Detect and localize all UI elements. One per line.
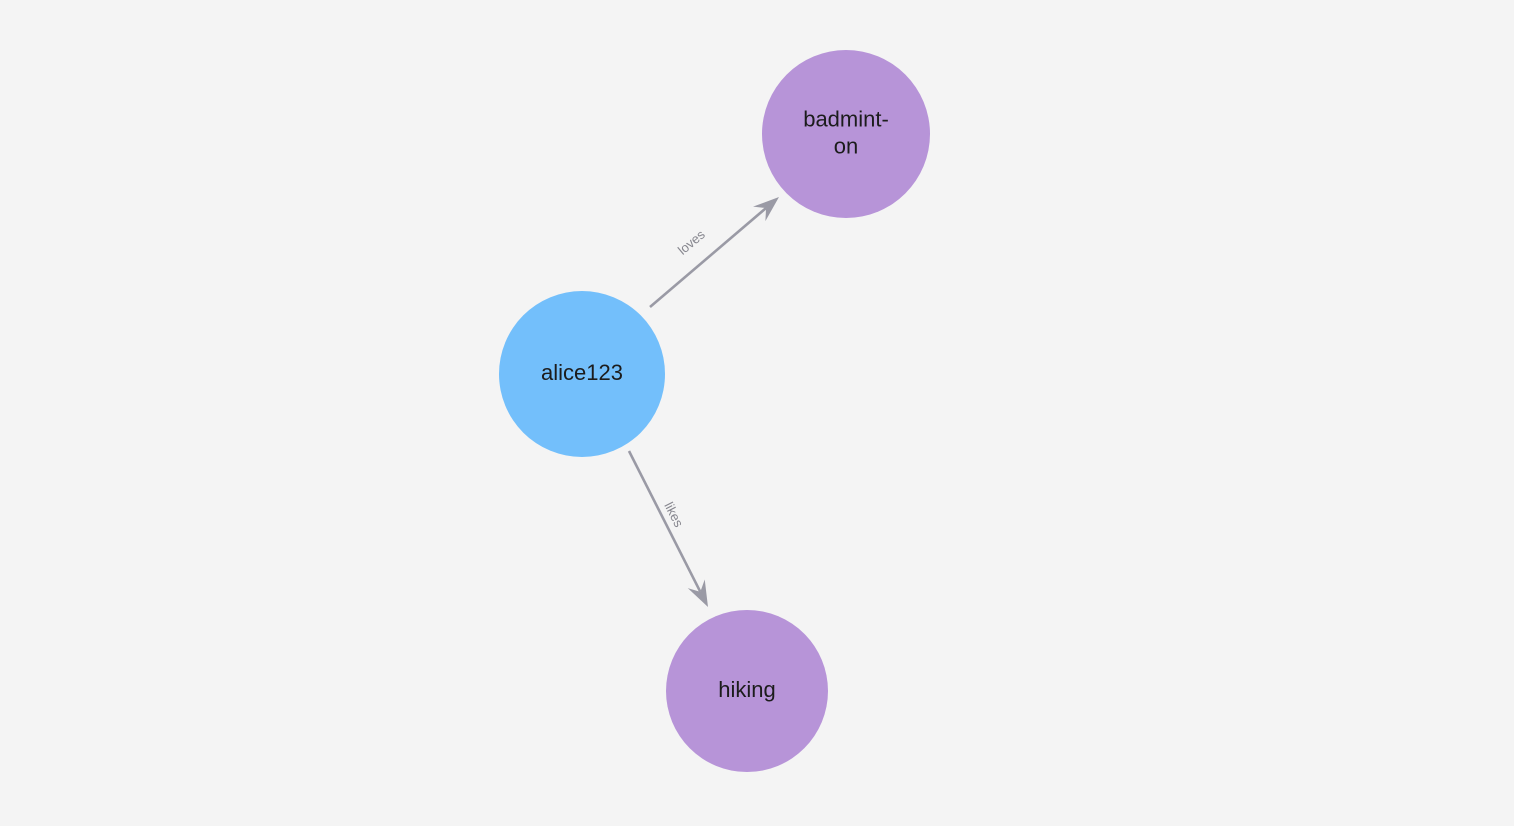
edge-alice123-loves-badminton[interactable]: loves <box>649 197 779 308</box>
edge-line-likes <box>627 450 702 593</box>
edge-label-likes: likes <box>661 500 686 530</box>
arrowhead-likes <box>687 579 708 607</box>
node-circle-badminton[interactable] <box>762 50 930 218</box>
graph-node-badminton[interactable]: badmint-on <box>762 50 930 218</box>
node-circle-alice123[interactable] <box>499 291 665 457</box>
graph-node-alice123[interactable]: alice123 <box>499 291 665 457</box>
edge-line-loves <box>649 207 767 308</box>
graph-node-hiking[interactable]: hiking <box>666 610 828 772</box>
node-circle-hiking[interactable] <box>666 610 828 772</box>
edge-label-loves: loves <box>675 226 708 257</box>
arrowhead-loves <box>753 197 779 222</box>
edge-alice123-likes-hiking[interactable]: likes <box>627 450 708 607</box>
